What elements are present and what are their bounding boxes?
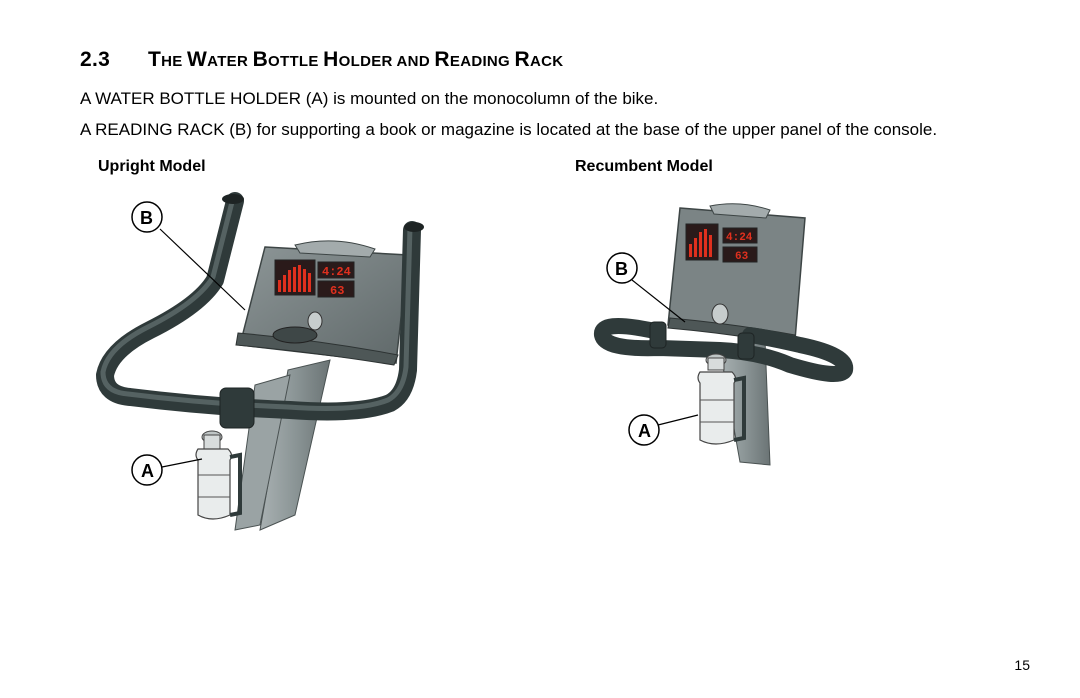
callout-a-label: A <box>638 421 651 441</box>
upright-model-caption: Upright Model <box>98 158 206 175</box>
section-title: THE WATER BOTTLE HOLDER AND READING RACK <box>148 48 564 71</box>
handlebar-clamp-left <box>649 321 667 349</box>
led-value-text: 63 <box>735 251 749 263</box>
led-time-text: 4:24 <box>322 265 351 279</box>
console-button <box>711 303 729 325</box>
section-number: 2.3 <box>80 48 111 71</box>
handlebar <box>96 192 421 421</box>
bottle-cage <box>733 375 746 442</box>
page-number: 15 <box>1014 657 1030 673</box>
led-time-text: 4:24 <box>726 232 753 244</box>
callout-b-line <box>159 228 246 311</box>
callout-a-circle <box>628 414 660 446</box>
callout-a-line <box>657 414 699 426</box>
water-bottle <box>697 353 737 445</box>
console-top-cap <box>709 203 771 219</box>
console-top-cap <box>294 240 376 258</box>
callout-b-label: B <box>140 208 153 228</box>
console-dial <box>272 326 318 344</box>
reading-rack-paragraph: A READING RACK (B) for supporting a book… <box>80 120 938 139</box>
callout-b-circle <box>131 201 163 233</box>
section-heading: 2.3 THE WATER BOTTLE HOLDER AND READING R… <box>80 48 563 72</box>
handlebar-end-right <box>404 222 424 232</box>
callout-a-label: A <box>141 461 154 481</box>
handlebar-highlight <box>100 195 413 411</box>
console-button <box>307 311 323 331</box>
callout-a-line <box>161 458 203 468</box>
led-bars <box>278 265 311 292</box>
callout-b-label: B <box>615 259 628 279</box>
water-bottle <box>195 430 233 520</box>
recumbent-bike-illustration: 4:24 63 B A <box>594 203 854 466</box>
callout-a-circle <box>131 454 163 486</box>
handlebar-end-left <box>222 194 244 204</box>
recumbent-model-caption: Recumbent Model <box>575 158 713 175</box>
led-value-window <box>317 280 355 298</box>
water-bottle-paragraph: A WATER BOTTLE HOLDER (A) is mounted on … <box>80 89 659 108</box>
led-time-window <box>317 261 355 279</box>
callout-b-circle <box>606 252 638 284</box>
upright-bike-illustration: 4:24 63 B A <box>96 192 424 531</box>
led-bars <box>689 229 712 257</box>
bottle-cage <box>229 452 242 517</box>
led-time-window <box>722 227 758 244</box>
led-value-window <box>722 246 758 263</box>
callout-b-line <box>631 279 686 323</box>
handlebar-clamp-right <box>737 332 755 360</box>
handlebar <box>594 318 854 382</box>
led-value-text: 63 <box>330 284 344 298</box>
handlebar-clamp <box>219 387 255 429</box>
